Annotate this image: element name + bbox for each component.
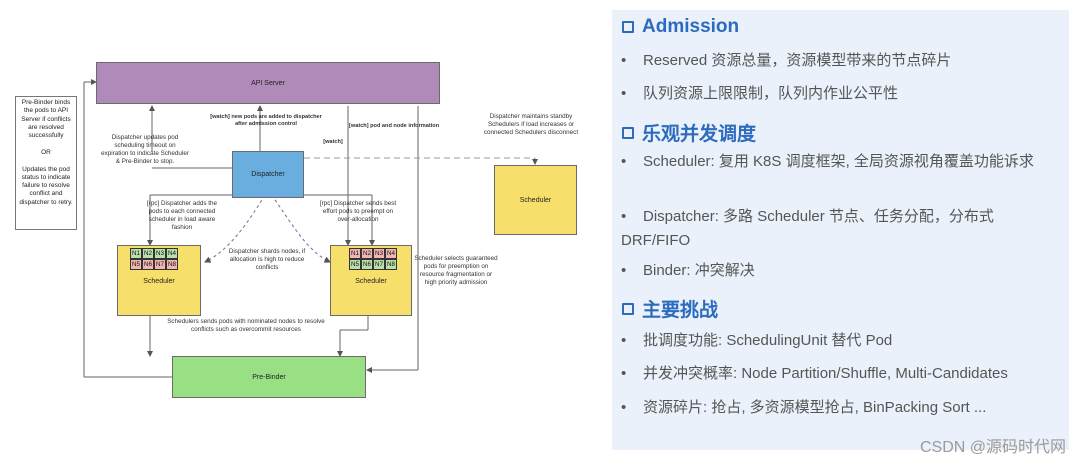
list-item: • 批调度功能: SchedulingUnit 替代 Pod (621, 329, 1061, 353)
list-item: •Dispatcher: 多路 Scheduler 节点、任务分配，分布式 DR… (621, 205, 1061, 253)
section-challenges-heading: 主要挑战 (622, 295, 718, 322)
rpc-adds-note: [rpc] Dispatcher adds the pods to each c… (146, 200, 217, 231)
section-title: 乐观并发调度 (642, 124, 757, 145)
list-item-text: 批调度功能: SchedulingUnit 替代 Pod (643, 332, 893, 349)
dispatcher-box[interactable]: Dispatcher (232, 151, 304, 198)
watermark: CSDN @源码时代网 (919, 439, 1066, 456)
scheduler-left-label: Scheduler (143, 278, 175, 285)
list-item: • Binder: 冲突解决 (621, 259, 1061, 283)
dispatcher-maintains-note: Dispatcher maintains standby Schedulers … (483, 113, 579, 136)
left-node-n3: N3 (154, 248, 166, 259)
bullet-icon: • (621, 52, 627, 69)
bullet-icon: • (621, 85, 627, 102)
right-node-n2: N2 (361, 248, 373, 259)
left-node-n6: N6 (142, 259, 154, 270)
section-title: 主要挑战 (642, 300, 719, 321)
list-item-text: 资源碎片: 抢占, 多资源模型抢占, BinPacking Sort ... (643, 399, 987, 416)
bullet-icon: • (621, 153, 627, 170)
list-item-text: 并发冲突概率: Node Partition/Shuffle, Multi-Ca… (643, 365, 1008, 382)
right-node-n4: N4 (385, 248, 397, 259)
prebinder-note: Pre-Binder binds the pods to API Server … (15, 96, 77, 230)
summary-panel: Admission • Reserved 资源总量，资源模型带来的节点碎片 • 队列… (612, 10, 1069, 450)
list-item: • 资源碎片: 抢占, 多资源模型抢占, BinPacking Sort ... (621, 396, 1061, 420)
list-item: • Reserved 资源总量，资源模型带来的节点碎片 (621, 49, 1061, 73)
section-scheduling-heading: 乐观并发调度 (622, 119, 756, 146)
diagram-connectors (83, 79, 538, 378)
list-item-text: Binder: 冲突解决 (643, 262, 755, 279)
bullet-icon: • (621, 208, 627, 225)
right-node-n8: N8 (385, 259, 397, 270)
scheduler-selects-note: Scheduler selects guaranteed pods for pr… (414, 255, 498, 286)
pre-binder-box[interactable]: Pre-Binder (172, 356, 366, 398)
right-node-n1: N1 (349, 248, 361, 259)
api-server-box[interactable]: API Server (96, 62, 440, 104)
section-admission-heading: Admission (622, 16, 739, 38)
watch-pod-node-note: [watch] pod and node information (349, 123, 440, 129)
left-node-n1: N1 (130, 248, 142, 259)
right-node-n3: N3 (373, 248, 385, 259)
left-node-n4: N4 (166, 248, 178, 259)
bullet-icon: • (621, 332, 627, 349)
rpc-sends-note: [rpc] Dispatcher sends best effort pods … (319, 200, 397, 223)
checkbox-icon (622, 126, 634, 139)
checkbox-icon (622, 302, 634, 315)
bullet-icon: • (621, 399, 627, 416)
left-node-n7: N7 (154, 259, 166, 270)
scheduler-standby-box[interactable]: Scheduler (494, 165, 577, 235)
bullet-icon: • (621, 365, 627, 382)
list-item-text: Dispatcher: 多路 Scheduler 节点、任务分配，分布式 DRF… (621, 208, 994, 249)
list-item-text: Scheduler: 复用 K8S 调度框架, 全局资源视角覆盖功能诉求 (643, 153, 1034, 170)
scheduler-standby-label: Scheduler (519, 196, 552, 204)
left-node-n8: N8 (166, 259, 178, 270)
dispatcher-label: Dispatcher (251, 171, 285, 178)
left-node-n2: N2 (142, 248, 154, 259)
watch-note: [watch] (323, 139, 343, 145)
scheduler-right-label: Scheduler (355, 278, 387, 285)
right-node-n7: N7 (373, 259, 385, 270)
pre-binder-label: Pre-Binder (252, 373, 286, 381)
bullet-icon: • (621, 262, 627, 279)
list-item: • Scheduler: 复用 K8S 调度框架, 全局资源视角覆盖功能诉求 (621, 150, 1061, 174)
right-node-n6: N6 (361, 259, 373, 270)
right-node-n5: N5 (349, 259, 361, 270)
list-item-text: 队列资源上限限制，队列内作业公平性 (643, 85, 899, 102)
list-item: • 队列资源上限限制，队列内作业公平性 (621, 82, 1061, 106)
dispatcher-updates-note: Dispatcher updates pod scheduling timeou… (101, 134, 189, 165)
checkbox-icon (622, 21, 634, 33)
list-item: • 并发冲突概率: Node Partition/Shuffle, Multi-C… (621, 362, 1061, 386)
list-item-text: Reserved 资源总量，资源模型带来的节点碎片 (643, 52, 952, 69)
watch-new-pods-note: [watch] new pods are added to dispatcher… (210, 114, 322, 127)
schedulers-send-note: Schedulers sends pods with nominated nod… (167, 318, 325, 333)
left-node-n5: N5 (130, 259, 142, 270)
shards-note: Dispatcher shards nodes, if allocation i… (228, 248, 306, 271)
api-server-label: API Server (251, 79, 285, 87)
section-title: Admission (642, 16, 740, 37)
